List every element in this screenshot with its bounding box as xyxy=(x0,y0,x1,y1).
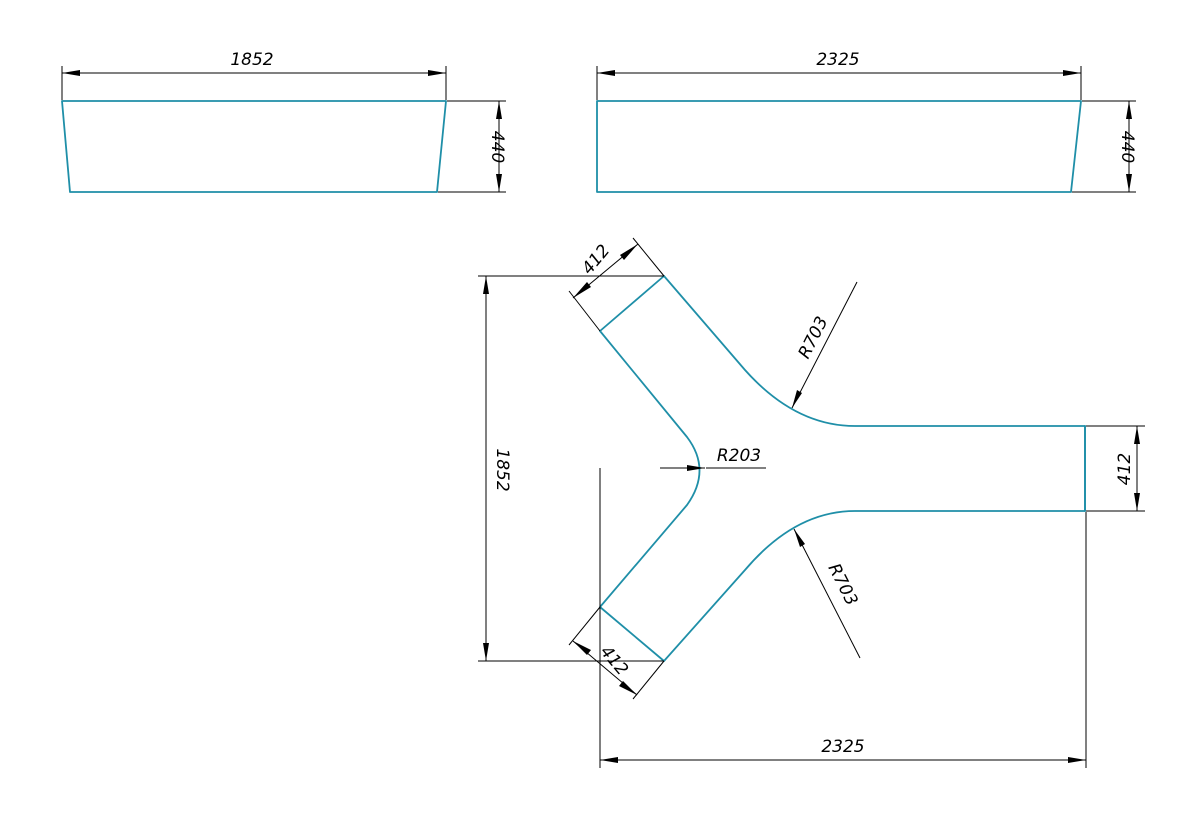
side-view-2-outline xyxy=(596,100,1082,193)
top-view-y-outline xyxy=(599,275,1086,662)
lower-radius-leader xyxy=(793,528,861,659)
overall-height-arrow-bottom xyxy=(483,643,489,661)
side-view-1-height-arrow-top xyxy=(496,101,502,119)
side-view-2-height-arrow-bottom xyxy=(1126,174,1132,192)
right-arm-width-arrow-bottom xyxy=(1134,493,1140,511)
side-view-1-outline xyxy=(61,100,447,193)
side-view-2-width-label: 2325 xyxy=(816,50,859,70)
lower-radius-arrow xyxy=(794,529,805,547)
side-view-1: 1852 440 xyxy=(61,50,507,193)
inner-radius-label: R203 xyxy=(717,446,761,466)
upper-radius-arrow xyxy=(792,390,802,408)
overall-height-label: 1852 xyxy=(492,448,512,491)
side-view-2-height-label: 440 xyxy=(1117,131,1137,163)
lower-arm-width-arrow-b xyxy=(619,681,637,695)
side-view-1-width-label: 1852 xyxy=(230,50,273,70)
lower-arm-width-ext-a xyxy=(568,606,601,646)
side-view-2-height-arrow-top xyxy=(1126,101,1132,119)
lower-arm-width-arrow-a xyxy=(573,641,591,655)
lower-arm-width-ext-b xyxy=(632,660,665,700)
side-view-1-height-label: 440 xyxy=(487,131,507,163)
lower-radius-label: R703 xyxy=(823,560,861,609)
overall-width-label: 2325 xyxy=(821,737,864,757)
inner-radius-arrow-left xyxy=(687,465,705,471)
side-view-1-width-arrow-left xyxy=(62,70,80,76)
right-arm-width-label: 412 xyxy=(1115,453,1135,485)
overall-width-arrow-right xyxy=(1068,757,1086,763)
side-view-1-height-arrow-bottom xyxy=(496,174,502,192)
side-view-2-width-arrow-right xyxy=(1063,70,1081,76)
side-view-2-width-arrow-left xyxy=(597,70,615,76)
upper-radius-leader xyxy=(791,281,858,409)
upper-arm-width-arrow-b xyxy=(573,282,591,298)
upper-arm-width-arrow-a xyxy=(620,244,638,260)
side-view-1-width-arrow-right xyxy=(428,70,446,76)
side-view-2: 2325 440 xyxy=(596,50,1137,193)
upper-radius-label: R703 xyxy=(795,313,833,362)
upper-arm-width-label: 412 xyxy=(578,241,614,279)
overall-width-arrow-left xyxy=(600,757,618,763)
right-arm-width-arrow-top xyxy=(1134,426,1140,444)
overall-height-arrow-top xyxy=(483,276,489,294)
top-view: 412 412 412 1852 2325 R703 xyxy=(478,237,1145,768)
